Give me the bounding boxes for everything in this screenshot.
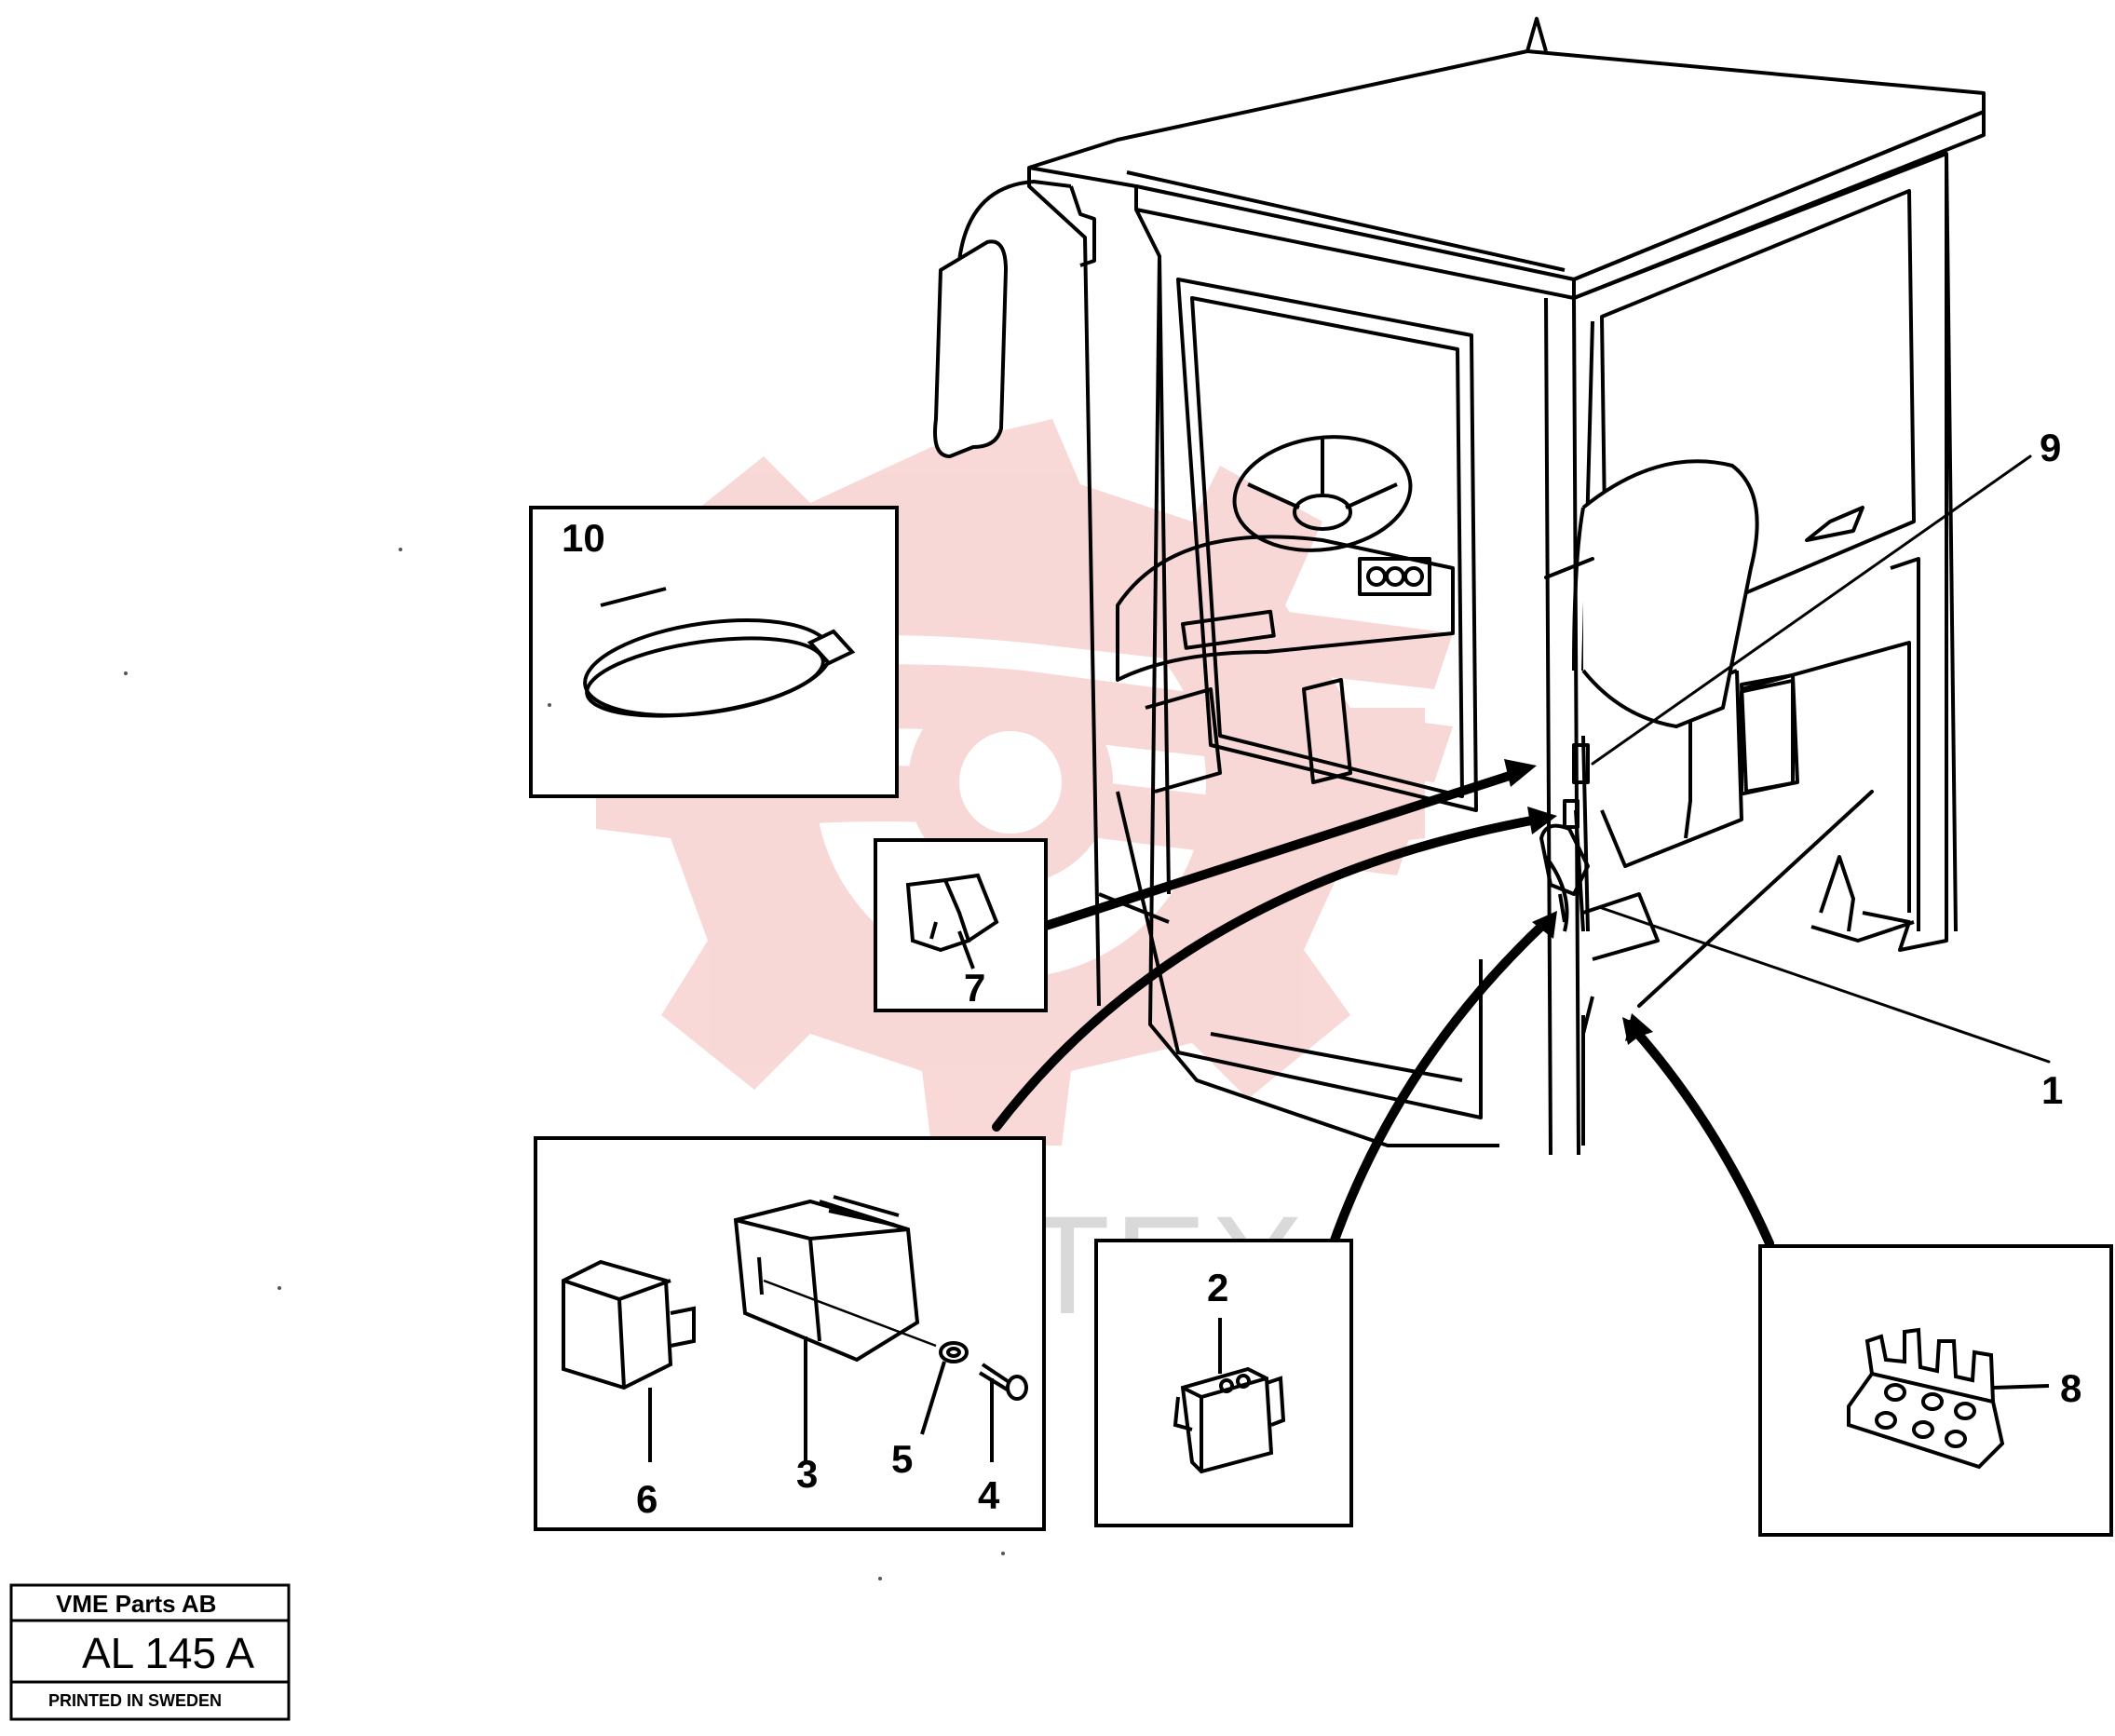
detail-box-connector: 2	[1094, 1239, 1353, 1527]
part-label-9: 9	[2040, 426, 2061, 469]
scan-specks	[124, 548, 1005, 1580]
part-label-7: 7	[964, 966, 985, 1010]
part-label-10: 10	[562, 516, 605, 560]
part-label-8: 8	[2060, 1366, 2081, 1410]
title-block-footer: PRINTED IN SWEDEN	[48, 1691, 222, 1710]
part-label-2: 2	[1207, 1266, 1228, 1309]
title-block-company: VME Parts AB	[56, 1590, 216, 1618]
detail-box-terminal-bridge: 8	[1758, 1244, 2113, 1537]
cab-drawing	[933, 17, 1986, 1156]
part-label-1: 1	[2041, 1068, 2063, 1112]
arrow-heads	[1504, 759, 1653, 1045]
detail-box-cable-tie: 10	[529, 506, 899, 798]
part-label-4: 4	[978, 1473, 1000, 1517]
detail-box-switch: 7	[874, 838, 1048, 1012]
part-label-3: 3	[796, 1452, 818, 1496]
title-block-code: AL 145 A	[82, 1629, 254, 1677]
title-block: VME Parts AB AL 145 A PRINTED IN SWEDEN	[9, 1583, 291, 1721]
detail-box-relay: 6 3 5 4	[534, 1136, 1046, 1531]
arrow-leaders	[992, 454, 2051, 1253]
part-label-5: 5	[891, 1437, 913, 1481]
part-label-6: 6	[636, 1477, 658, 1521]
